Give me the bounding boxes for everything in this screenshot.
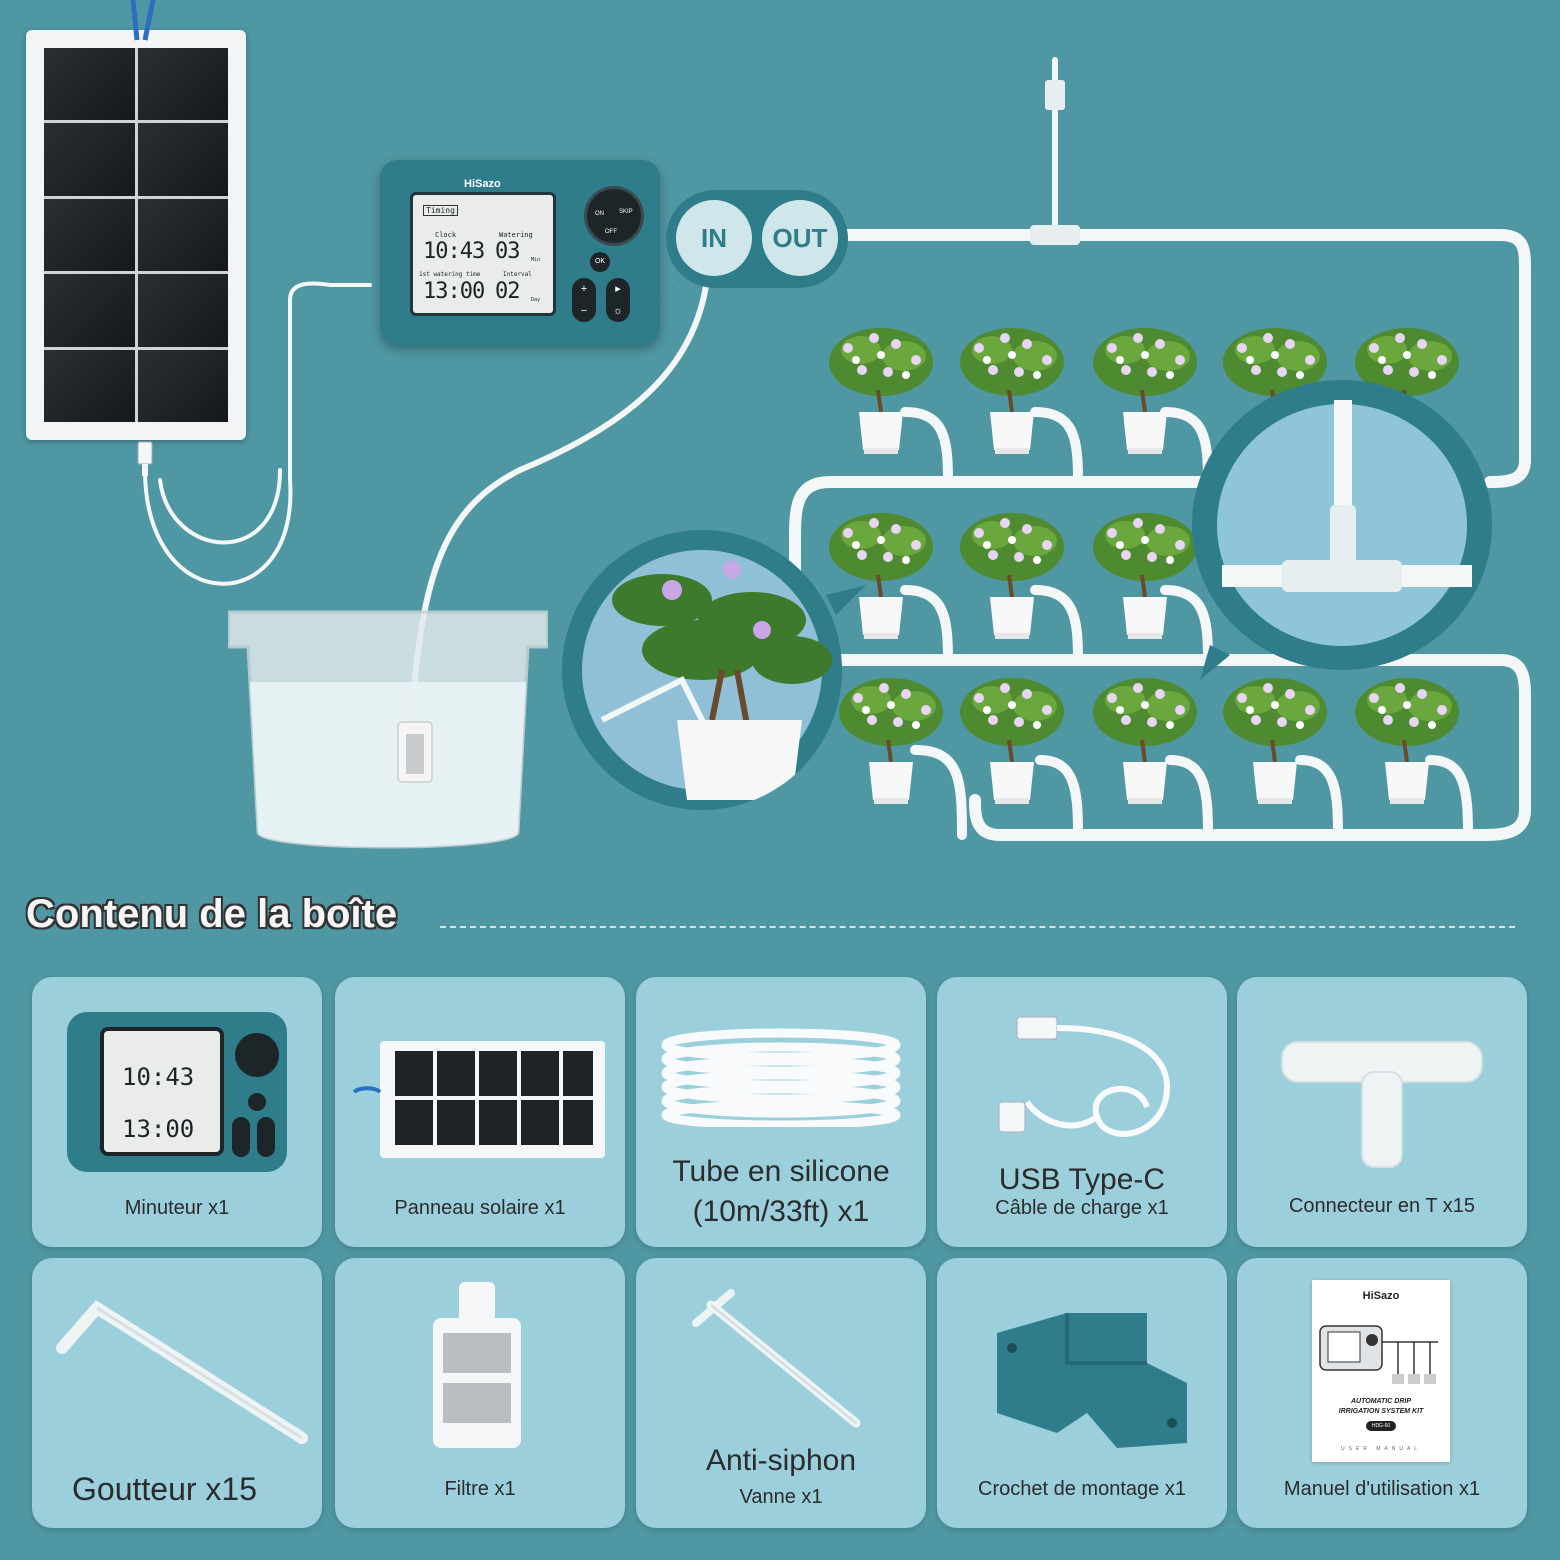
svg-text:13:00: 13:00: [122, 1115, 194, 1143]
item-label: Connecteur en T x15: [1288, 1195, 1476, 1217]
zoom-dripper-detail: [562, 530, 842, 810]
t-connector-icon: [1281, 1041, 1483, 1168]
plus-minus-button: +−: [572, 278, 596, 322]
clock-value: 10:43: [423, 239, 485, 264]
potted-plant: [1090, 505, 1200, 645]
clock-label: Clock: [435, 231, 457, 239]
interval-unit: Day: [531, 297, 541, 303]
item-label: USB Type-C: [998, 1163, 1166, 1196]
manual-diagram-icon: [1319, 1325, 1438, 1384]
lcd-mode: Timing: [423, 205, 458, 216]
item-card-mounting-hook: Crochet de montage x1: [937, 1258, 1227, 1528]
potted-plant: [1220, 670, 1330, 810]
item-card-t-connector: Connecteur en T x15: [1237, 977, 1527, 1247]
section-divider: [440, 926, 1515, 928]
port-out: OUT: [762, 200, 838, 276]
timer-device: HiSazo Timing Clock Watering 10:43 03 Mi…: [380, 160, 660, 345]
zoom-tail-left: [826, 585, 866, 615]
first-watering-value: 13:00: [423, 279, 485, 304]
tube-coil-icon: [661, 1028, 901, 1127]
item-label: Minuteur x1: [124, 1197, 230, 1219]
item-sublabel: Vanne x1: [739, 1486, 823, 1508]
svg-text:10:43: 10:43: [122, 1063, 194, 1091]
dripper-stake-icon: [56, 1300, 308, 1444]
item-label: Crochet de montage x1: [978, 1478, 1186, 1500]
port-in: IN: [676, 200, 752, 276]
interval-value: 02: [495, 279, 520, 304]
item-card-dripper: Goutteur x15: [32, 1258, 322, 1528]
item-label: Goutteur x15: [72, 1471, 257, 1507]
watering-label: Watering: [499, 231, 533, 239]
item-sublabel: (10m/33ft) x1: [692, 1195, 870, 1228]
item-card-filter: Filtre x1: [335, 1258, 625, 1528]
potted-plant: [836, 670, 946, 810]
timer-icon: 10:43 13:00: [67, 1012, 287, 1172]
bubble-tail: [655, 270, 690, 304]
item-card-anti-siphon: Anti-siphon Vanne x1: [636, 1258, 926, 1528]
interval-label: Interval: [503, 271, 532, 278]
solar-panel: [26, 30, 246, 440]
item-label: Manuel d'utilisation x1: [1283, 1478, 1481, 1500]
user-manual-booklet: HiSazo AUTOMATIC DRIP IRRIGATION SYSTEM …: [1312, 1280, 1450, 1462]
potted-plant: [826, 320, 936, 460]
play-light-button: ▸☼: [606, 278, 630, 322]
item-card-timer: 10:43 13:00 Minuteur x1: [32, 977, 322, 1247]
mode-knob: ON OFF SKIP: [584, 186, 644, 246]
watering-unit: Min: [531, 257, 541, 263]
item-card-silicone-tube: Tube en silicone (10m/33ft) x1: [636, 977, 926, 1247]
in-out-bubble: IN OUT: [666, 190, 848, 288]
tubing-network: [143, 57, 1531, 841]
potted-plant: [1090, 670, 1200, 810]
mounting-hook-icon: [997, 1313, 1187, 1448]
item-label: Filtre x1: [444, 1478, 516, 1500]
item-card-user-manual: HiSazo AUTOMATIC DRIP IRRIGATION SYSTEM …: [1237, 1258, 1527, 1528]
lcd-screen: Timing Clock Watering 10:43 03 Min 1st w…: [410, 192, 556, 316]
brand-logo: HiSazo: [464, 178, 501, 190]
potted-plant: [826, 505, 936, 645]
potted-plant: [957, 505, 1067, 645]
potted-plant: [957, 670, 1067, 810]
item-card-usb-cable: USB Type-C Câble de charge x1: [937, 977, 1227, 1247]
filter-icon: [433, 1282, 521, 1448]
usb-plug-icon: [137, 441, 153, 476]
usb-cable-icon: [998, 1016, 1171, 1137]
ok-button: OK: [590, 252, 610, 272]
first-watering-label: 1st watering time: [419, 271, 481, 278]
potted-plant: [1090, 320, 1200, 460]
item-label: Panneau solaire x1: [394, 1197, 566, 1219]
solar-panel-icon: [352, 1041, 605, 1158]
water-bucket: [228, 610, 548, 849]
item-sublabel: Câble de charge x1: [995, 1197, 1169, 1219]
watering-value: 03: [495, 239, 520, 264]
section-title: Contenu de la boîte: [26, 892, 398, 936]
item-label: Tube en silicone: [672, 1155, 890, 1188]
zoom-tconnector-detail: [1192, 380, 1492, 670]
anti-siphon-valve-icon: [692, 1289, 861, 1428]
item-label: Anti-siphon: [705, 1444, 857, 1477]
potted-plant: [957, 320, 1067, 460]
zoom-tail-right: [1200, 645, 1230, 680]
carabiner-icon: [130, 0, 156, 41]
item-card-solar-panel: Panneau solaire x1: [335, 977, 625, 1247]
potted-plant: [1352, 670, 1462, 810]
